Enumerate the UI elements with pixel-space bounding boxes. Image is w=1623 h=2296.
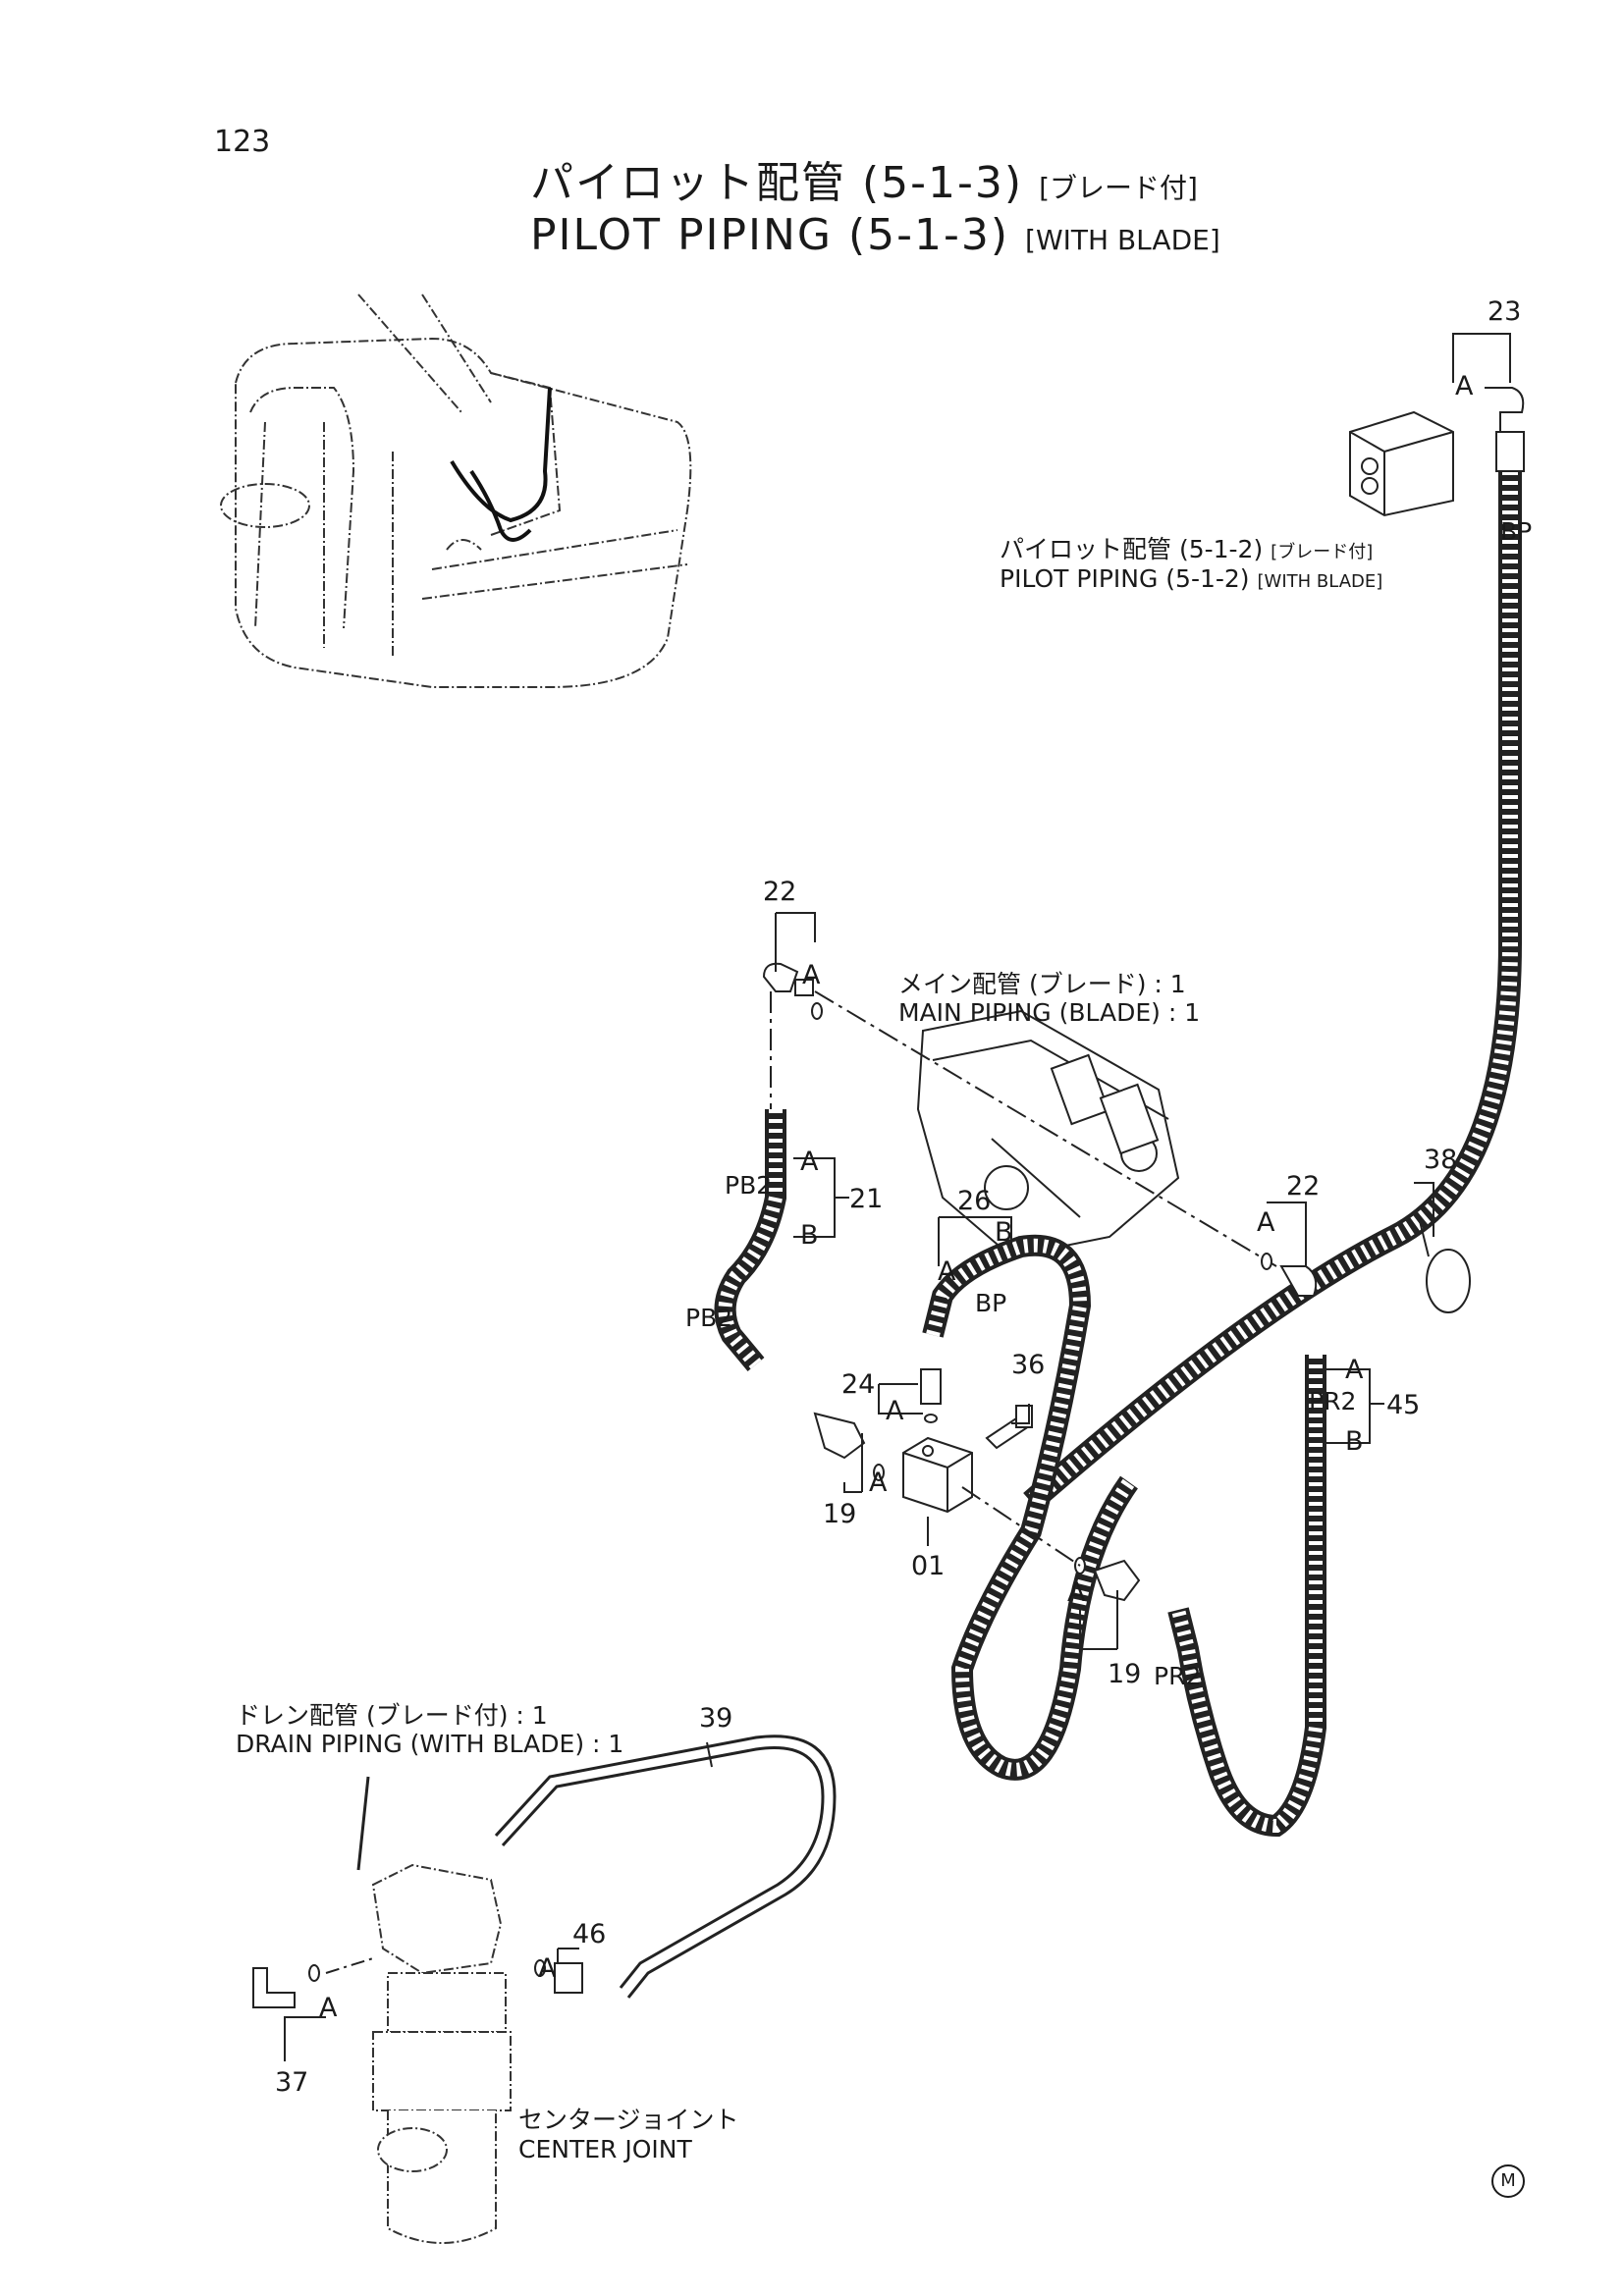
hose-on-machine (450, 387, 552, 542)
letter-a-46: A (538, 1953, 557, 1984)
title-en-main: PILOT PIPING (5-1-3) (530, 210, 1010, 260)
callout-24: 24 (841, 1369, 876, 1400)
excavator-overview-illustration (220, 294, 692, 688)
title-jp-tag: [ブレード付] (1039, 172, 1198, 204)
callout-26: 26 (957, 1186, 992, 1216)
page-title-jp: パイロット配管 (5-1-3) [ブレード付] (530, 147, 1198, 210)
callout-38: 38 (1424, 1145, 1458, 1175)
m-mark: M (1491, 2164, 1525, 2198)
ref-pilot-512-jp: パイロット配管 (5-1-2) [ブレード付] (1000, 530, 1373, 565)
leader-19b (961, 1486, 1081, 1567)
letter-b-26: B (995, 1217, 1013, 1248)
ref-pilot-512-en-main: PILOT PIPING (5-1-2) (1000, 564, 1250, 593)
label-bp-lower: BP (975, 1289, 1007, 1317)
page-number: 123 (214, 125, 271, 159)
fitting-22b (1261, 1253, 1318, 1297)
callout-22-lower: 22 (1286, 1171, 1321, 1201)
leader-37 (325, 1957, 374, 1974)
callout-23: 23 (1488, 296, 1522, 327)
hose-bp-long (1023, 461, 1522, 1512)
title-en-tag: [WITH BLADE] (1025, 224, 1220, 256)
ref-drain-piping-jp: ドレン配管 (ブレード付) : 1 (236, 1701, 548, 1730)
callout-37: 37 (275, 2067, 309, 2098)
fitting-19a (813, 1412, 885, 1481)
letter-a-23: A (1455, 371, 1474, 401)
valve-block-top (1349, 410, 1454, 517)
block-01 (902, 1436, 973, 1514)
leader-main-piping (814, 990, 1277, 1267)
fitting-24 (920, 1368, 942, 1423)
ref-pilot-512-jp-main: パイロット配管 (5-1-2) (1000, 535, 1264, 563)
label-pr2-upper: PR2 (1309, 1387, 1357, 1415)
clip-38 (1418, 1216, 1471, 1313)
label-pb2-lower: PB2 (685, 1304, 733, 1332)
label-pr2-lower: PR2 (1154, 1662, 1202, 1690)
letter-a-21: A (800, 1147, 819, 1177)
ref-main-piping-jp: メイン配管 (ブレード) : 1 (898, 970, 1186, 998)
bolt-36 (985, 1405, 1033, 1450)
callout-22-upper: 22 (763, 877, 797, 907)
callout-brackets (284, 333, 1511, 2061)
fitting-46 (534, 1959, 583, 1994)
callout-36: 36 (1011, 1350, 1046, 1380)
ref-pilot-512-en-tag: [WITH BLADE] (1257, 571, 1383, 592)
ref-drain-piping-en: DRAIN PIPING (WITH BLADE) : 1 (236, 1730, 624, 1758)
hose-45 (1167, 1355, 1326, 1838)
fitting-37 (252, 1964, 320, 2008)
main-control-valve (916, 1009, 1180, 1258)
fitting-23 (1485, 387, 1525, 472)
title-jp-main: パイロット配管 (5-1-3) (530, 158, 1024, 208)
page-title-en: PILOT PIPING (5-1-3) [WITH BLADE] (530, 210, 1220, 260)
letter-a-22-upper: A (802, 960, 821, 990)
callout-39: 39 (699, 1703, 733, 1734)
letter-b-21: B (800, 1220, 819, 1251)
callout-19-left: 19 (823, 1499, 857, 1529)
ref-pilot-512-jp-tag: [ブレード付] (1271, 542, 1374, 562)
hose-26 (922, 1234, 1139, 1781)
label-pb2-upper: PB2 (725, 1171, 773, 1200)
drain-hose-39 (494, 1735, 837, 1999)
letter-a-37: A (319, 1993, 338, 2023)
ref-pilot-512-en: PILOT PIPING (5-1-2) [WITH BLADE] (1000, 564, 1382, 593)
callout-46: 46 (572, 1919, 607, 1949)
letter-a-22-lower: A (1257, 1207, 1275, 1238)
fitting-19b (1074, 1557, 1141, 1602)
callout-19-right: 19 (1108, 1659, 1142, 1689)
ref-main-piping-en: MAIN PIPING (BLADE) : 1 (898, 998, 1201, 1027)
fitting-22a (762, 962, 823, 1020)
letter-a-26: A (938, 1256, 956, 1287)
hose-21 (714, 1109, 786, 1372)
letter-a-19-right: A (1067, 1577, 1086, 1608)
leader-drain-piping (356, 1776, 370, 1871)
ref-center-joint-jp: センタージョイント (518, 2106, 739, 2134)
letter-a-19-left: A (869, 1468, 888, 1498)
center-joint (371, 1863, 512, 2244)
callout-45: 45 (1386, 1390, 1421, 1420)
label-bp-upper: BP (1500, 517, 1533, 546)
letter-b-45: B (1345, 1426, 1364, 1457)
callout-01: 01 (911, 1551, 946, 1581)
callout-21: 21 (849, 1184, 884, 1214)
letter-a-45: A (1345, 1355, 1364, 1385)
letter-a-24: A (886, 1396, 904, 1426)
ref-center-joint-en: CENTER JOINT (518, 2135, 692, 2163)
